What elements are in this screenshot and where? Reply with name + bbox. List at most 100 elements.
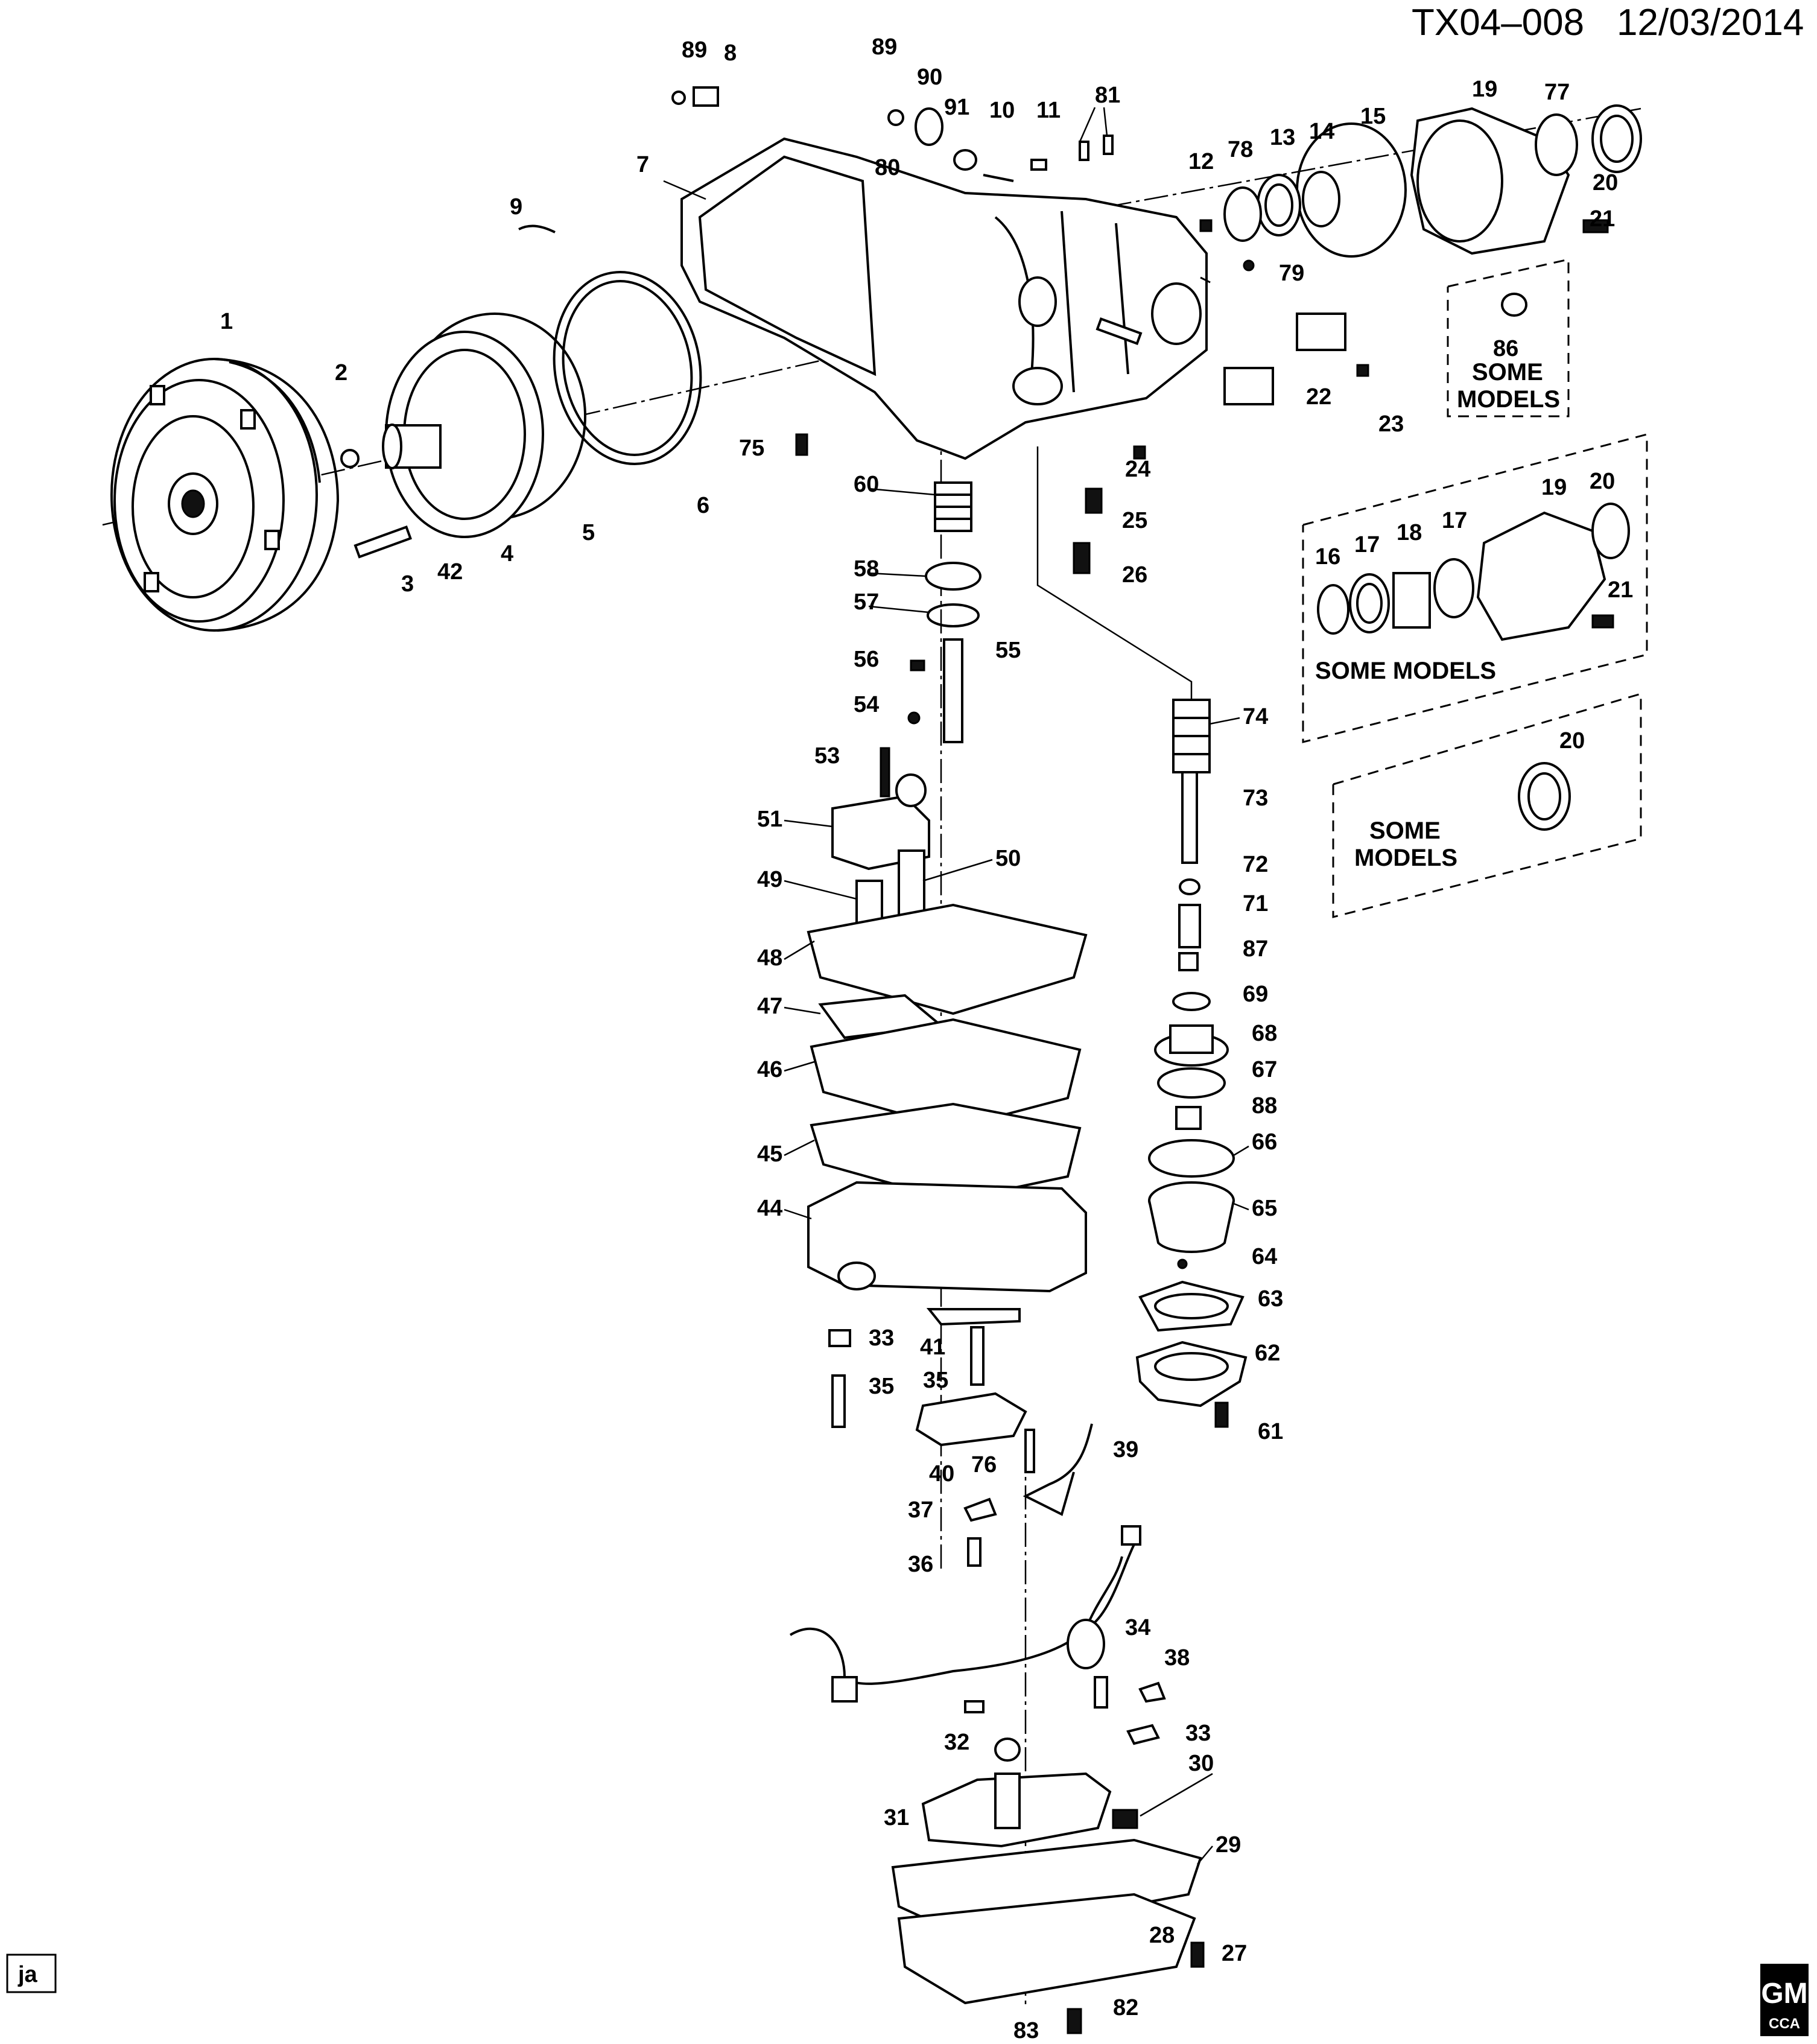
label-2: 2 [335, 360, 347, 386]
label-24: 24 [1125, 457, 1150, 482]
label-89b: 89 [872, 34, 897, 60]
label-12: 12 [1188, 149, 1214, 174]
label-8: 8 [724, 40, 737, 66]
leader-lines [663, 107, 1249, 1865]
label-27: 27 [1222, 1941, 1247, 1966]
oil-filter-and-pan [891, 1738, 1205, 2034]
label-88: 88 [1252, 1093, 1277, 1119]
label-74: 74 [1243, 704, 1268, 729]
label-39: 39 [1113, 1437, 1138, 1462]
label-76: 76 [971, 1452, 997, 1477]
label-57: 57 [854, 589, 879, 615]
label-9: 9 [510, 194, 522, 220]
label-90: 90 [917, 65, 942, 90]
label-19a: 19 [1472, 77, 1497, 102]
oil-pump-assembly [340, 313, 586, 559]
label-4: 4 [501, 541, 513, 567]
label-3: 3 [401, 571, 414, 597]
label-30: 30 [1188, 1751, 1214, 1776]
label-45: 45 [757, 1141, 782, 1167]
label-77: 77 [1544, 80, 1570, 105]
label-23: 23 [1378, 411, 1404, 437]
label-46: 46 [757, 1057, 782, 1082]
label-1: 1 [220, 309, 233, 334]
label-41: 41 [920, 1335, 945, 1360]
label-38: 38 [1164, 1645, 1190, 1671]
some-models-20-line2: MODELS [1354, 845, 1457, 871]
some-models-box-20: SOME MODELS [1332, 692, 1642, 918]
label-80: 80 [875, 155, 900, 180]
diagram-code: TX04–008 [1412, 2, 1584, 43]
label-16: 16 [1315, 544, 1340, 570]
transmission-case [680, 137, 1208, 460]
gm-logo-text: GM [1761, 1978, 1807, 2010]
label-20b: 20 [1590, 469, 1615, 494]
label-72: 72 [1243, 852, 1268, 877]
label-69: 69 [1243, 982, 1268, 1007]
some-models-box-86: SOME MODELS [1447, 258, 1570, 417]
label-86: 86 [1493, 336, 1518, 361]
label-20c: 20 [1559, 728, 1585, 754]
cca-logo-text: CCA [1769, 2016, 1800, 2032]
label-62: 62 [1255, 1341, 1280, 1366]
diagram-date: 12/03/2014 [1617, 2, 1804, 43]
label-68: 68 [1252, 1021, 1277, 1046]
pump-gasket [553, 271, 702, 465]
label-63: 63 [1258, 1286, 1283, 1312]
label-37: 37 [908, 1497, 933, 1523]
label-75: 75 [739, 436, 764, 461]
label-78: 78 [1228, 137, 1253, 162]
label-54: 54 [854, 692, 879, 717]
label-83: 83 [1013, 2018, 1039, 2043]
label-67: 67 [1252, 1057, 1277, 1082]
label-31: 31 [884, 1805, 909, 1830]
label-36: 36 [908, 1552, 933, 1577]
valve-body-hardware [828, 1326, 1093, 1567]
some-models-box-extension: SOME MODELS [1302, 433, 1648, 743]
author-code: ja [17, 1962, 38, 1987]
label-48: 48 [757, 945, 782, 971]
extension-housing [1223, 104, 1642, 258]
label-20a: 20 [1593, 170, 1618, 195]
label-66: 66 [1252, 1129, 1277, 1155]
gm-logo: GM CCA [1760, 1964, 1809, 2036]
label-35a: 35 [923, 1368, 948, 1393]
label-71: 71 [1243, 891, 1268, 916]
some-models-86-line1: SOME [1472, 359, 1543, 386]
wiring-harness [789, 1525, 1166, 1745]
label-82: 82 [1113, 1995, 1138, 2020]
label-91: 91 [944, 95, 969, 120]
label-40: 40 [929, 1461, 954, 1487]
label-14: 14 [1309, 119, 1334, 144]
label-50: 50 [995, 846, 1021, 871]
label-35b: 35 [869, 1374, 894, 1399]
label-19b: 19 [1541, 475, 1567, 500]
label-15: 15 [1360, 104, 1386, 129]
label-7: 7 [636, 152, 649, 177]
label-64: 64 [1252, 1244, 1277, 1269]
label-22: 22 [1306, 384, 1331, 410]
label-11: 11 [1036, 98, 1061, 123]
label-61: 61 [1258, 1419, 1283, 1444]
accumulator-assembly [1135, 699, 1248, 1428]
some-models-86-line2: MODELS [1457, 386, 1560, 413]
label-13: 13 [1270, 125, 1295, 150]
label-49: 49 [757, 867, 782, 892]
label-33a: 33 [869, 1325, 894, 1351]
some-models-extension-label: SOME MODELS [1315, 658, 1496, 684]
label-34: 34 [1125, 1615, 1150, 1640]
label-26: 26 [1122, 562, 1147, 588]
label-25: 25 [1122, 508, 1147, 533]
label-33b: 33 [1185, 1721, 1211, 1746]
label-51: 51 [757, 807, 782, 832]
label-73: 73 [1243, 786, 1268, 811]
label-21b: 21 [1608, 577, 1633, 603]
label-47: 47 [757, 994, 782, 1019]
label-21a: 21 [1590, 206, 1615, 232]
label-18: 18 [1397, 520, 1422, 545]
label-29: 29 [1216, 1832, 1241, 1858]
label-53: 53 [814, 743, 840, 769]
label-17a: 17 [1354, 532, 1380, 557]
label-5: 5 [582, 520, 595, 545]
